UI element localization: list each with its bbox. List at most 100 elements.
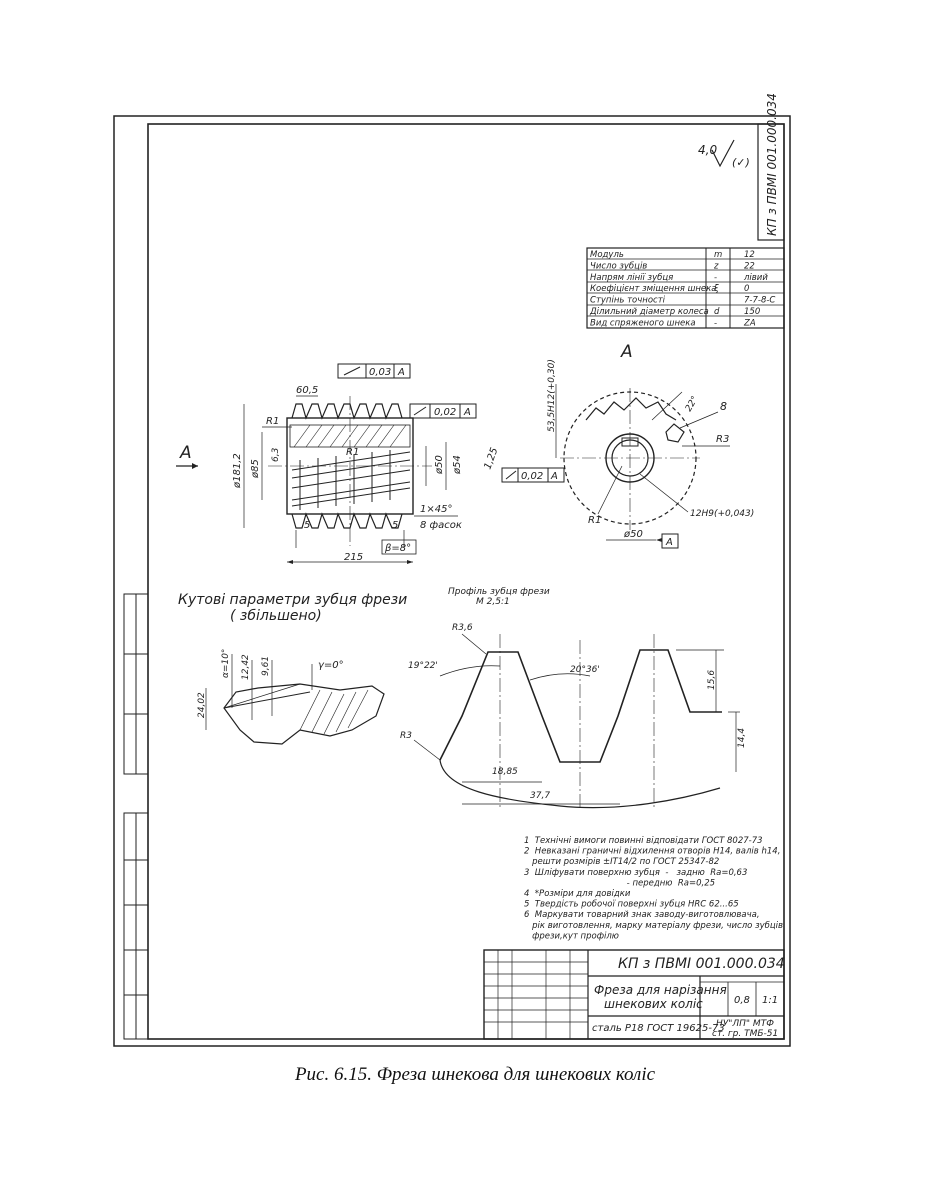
angle-parameters: Кутові параметри зубця фрези ( збільшено… <box>178 592 407 745</box>
roughness-value: 4,0 <box>698 143 717 157</box>
param-name: Ділильний діаметр колеса <box>589 307 709 317</box>
roughness-symbol: (✓) <box>732 156 750 169</box>
dim-24-02: 24,02 <box>197 692 207 718</box>
param-symbol: ξ <box>713 284 719 294</box>
note-line: - передню Ra=0,25 <box>524 878 715 888</box>
angle-title-1: Кутові параметри зубця фрези <box>178 592 407 608</box>
dim-53-5: 53,5Н12(+0,30) <box>547 359 557 432</box>
dim-d50: ø50 <box>434 455 445 475</box>
dim-37-7: 37,7 <box>530 791 550 801</box>
param-symbol: - <box>714 273 717 283</box>
dim-d85: ø85 <box>250 459 261 479</box>
runout-frame-3: 0,02 A <box>501 467 565 483</box>
dim-r1-mid: R1 <box>346 447 359 458</box>
note-line: 2 Невказані граничні відхилення отворів … <box>524 847 780 857</box>
param-value: 22 <box>744 261 755 271</box>
dim-215: 215 <box>344 552 363 563</box>
param-name: Вид спряженого шнека <box>590 318 696 328</box>
title-name-1: Фреза для нарізання <box>594 983 727 997</box>
dim-chamfer-note: 8 фасок <box>420 520 462 531</box>
note-line: решти розмірів ±IT14/2 по ГОСТ 25347-82 <box>524 857 719 867</box>
figure-caption: Рис. 6.15. Фреза шнекова для шнекових ко… <box>294 1064 656 1085</box>
note-line: 4 *Розміри для довідки <box>524 889 631 899</box>
param-value: ZA <box>743 318 756 328</box>
dim-chamfer: 1×45° <box>420 504 452 515</box>
runout-1-value: 0,03 <box>369 367 391 378</box>
profile-title-1: Профіль зубця фрези <box>448 587 550 597</box>
param-value: лівий <box>743 273 768 283</box>
param-name: Ступінь точності <box>590 296 666 306</box>
title-scale: 1:1 <box>762 995 778 1006</box>
dim-d54: ø54 <box>452 455 463 475</box>
runout-3-ref: A <box>550 471 558 482</box>
sheet-frame <box>113 115 791 1047</box>
note-line: рік виготовлення, марку матеріалу фрези,… <box>524 921 783 931</box>
technical-notes: 1 Технічні вимоги повинні відповідати ГО… <box>524 836 783 941</box>
param-value: 150 <box>744 307 760 317</box>
datum-a: A <box>665 537 673 548</box>
note-line: 6 Маркувати товарний знак заводу-виготов… <box>524 910 760 920</box>
stamp-vertical-text: КП з ПВМІ 001.000.034 <box>765 93 779 236</box>
dim-12-42: 12,42 <box>241 654 251 680</box>
angle-alpha: α=10° <box>221 649 231 678</box>
param-name: Коефіцієнт зміщення шнека <box>590 284 716 294</box>
dim-6-3: 6,3 <box>271 447 281 462</box>
arrow-a-label: A <box>179 443 192 463</box>
param-name: Модуль <box>590 250 624 260</box>
param-symbol: m <box>714 250 722 260</box>
param-value: 0 <box>744 284 749 294</box>
angle-20-36: 20°36' <box>570 665 600 675</box>
title-org-1: НУ"ЛП" МТФ <box>716 1019 774 1029</box>
runout-frame-2: 0,02 A <box>409 403 477 419</box>
left-binding-strip <box>123 593 149 1040</box>
dim-d181-2: ø181,2 <box>232 453 243 489</box>
dim-1-25: 1,25 <box>482 446 500 471</box>
dim-60-5: 60,5 <box>296 385 318 396</box>
dim-d50-section: ø50 <box>623 529 643 540</box>
note-line: 5 Твердість робочої поверхні зубця HRC 6… <box>524 900 739 910</box>
dim-r1-top: R1 <box>266 416 279 427</box>
runout-2-ref: A <box>463 407 471 418</box>
dim-r3: R3 <box>716 434 729 445</box>
stamp-box <box>757 123 785 241</box>
dim-14-4: 14,4 <box>737 728 747 748</box>
title-name-2: шнекових коліс <box>604 997 703 1011</box>
note-line: 1 Технічні вимоги повинні відповідати ГО… <box>524 836 763 846</box>
title-org-2: ст. гр. ТМБ-51 <box>712 1029 778 1039</box>
dim-r1-section: R1 <box>588 515 601 526</box>
dim-5-left: 5 <box>304 520 310 531</box>
profile-title-2: М 2,5:1 <box>476 597 510 607</box>
dim-r3-6: R3,6 <box>452 623 473 633</box>
inner-frame <box>147 123 785 1040</box>
title-doc-code: КП з ПВМІ 001.000.034 <box>618 956 785 972</box>
dim-beta: β=8° <box>384 543 411 554</box>
param-value: 12 <box>744 250 755 260</box>
dim-15-6: 15,6 <box>707 670 717 690</box>
param-symbol: d <box>714 307 720 317</box>
dim-5-right: 5 <box>392 520 398 531</box>
section-a-view: 53,5Н12(+0,30) 22° 8 R3 12Н9(+0,043) R1 … <box>547 359 754 549</box>
param-symbol: z <box>713 261 719 271</box>
dim-9-61: 9,61 <box>261 656 271 676</box>
param-name: Напрям лінії зубця <box>590 273 673 283</box>
param-value: 7-7-8-С <box>744 296 775 306</box>
roughness-mark: 4,0 (✓) <box>698 139 750 169</box>
runout-2-value: 0,02 <box>434 407 456 418</box>
title-block: КП з ПВМІ 001.000.034 Фреза для нарізанн… <box>483 949 785 1040</box>
note-line: фрези,кут профілю <box>524 931 619 941</box>
title-material: сталь Р18 ГОСТ 19625-73 <box>592 1023 725 1034</box>
runout-1-ref: A <box>397 367 405 378</box>
angle-title-2: ( збільшено) <box>230 608 322 624</box>
runout-frame-1: 0,03 A <box>337 363 411 379</box>
dim-22: 22° <box>684 395 701 414</box>
view-label: A <box>620 342 633 362</box>
dim-8: 8 <box>720 400 727 413</box>
main-view: A <box>176 363 565 564</box>
note-line: 3 Шліфувати поверхню зубця - задню Ra=0,… <box>524 868 747 878</box>
param-symbol: - <box>714 318 717 328</box>
dim-12h9: 12Н9(+0,043) <box>690 509 754 519</box>
angle-19-22: 19°22' <box>408 661 438 671</box>
dim-18-85: 18,85 <box>492 767 518 777</box>
